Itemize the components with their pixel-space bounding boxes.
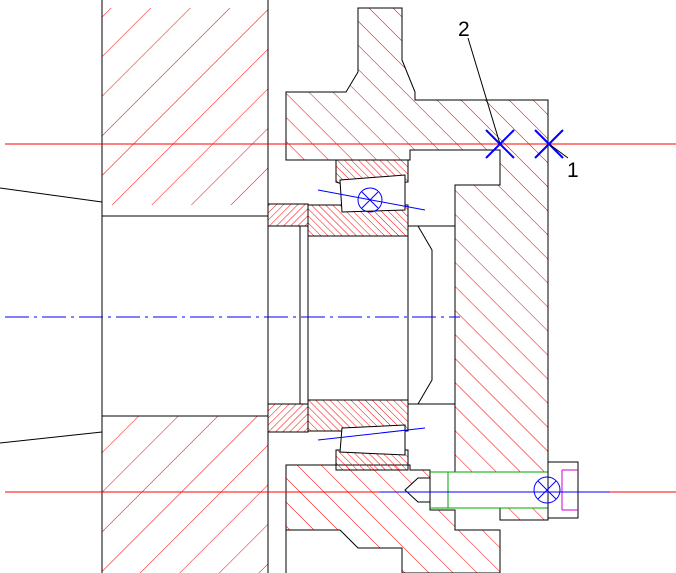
marker-2-label: 2: [458, 18, 470, 41]
marker-1-label: 1: [567, 159, 579, 182]
cover-screw: [404, 461, 579, 519]
spacer-sleeve: [267, 203, 309, 433]
marker-1-leader: [548, 143, 569, 159]
left-housing: [101, 0, 269, 573]
shaft-nut: [407, 225, 455, 405]
bearing-rollers: [317, 174, 426, 456]
marker-2-leader: [467, 37, 501, 145]
shaft: [0, 187, 268, 444]
bearing-inner-races: [307, 204, 409, 432]
